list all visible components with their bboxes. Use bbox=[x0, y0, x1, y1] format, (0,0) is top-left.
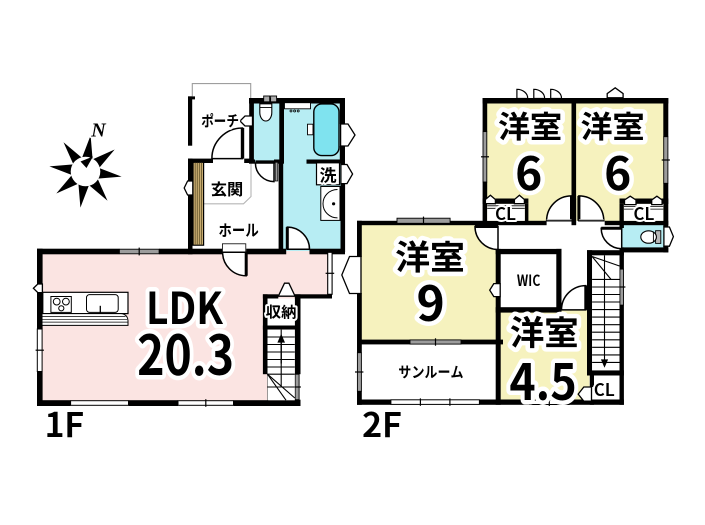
floor1-label: 1F bbox=[44, 398, 84, 447]
storage-label: 収納 bbox=[266, 300, 297, 322]
entrance-side-window-icon bbox=[239, 115, 254, 127]
room6-left-name-label: 洋室 bbox=[498, 102, 562, 147]
ldk-size-label: 20.3 bbox=[137, 311, 234, 391]
washroom-label: 洗 bbox=[320, 162, 337, 187]
room45-size-label: 4.5 bbox=[510, 343, 577, 415]
toilet1f-icon bbox=[259, 95, 278, 122]
toilet2f-icon bbox=[640, 230, 662, 244]
room9-floor bbox=[359, 223, 499, 342]
porch-outline bbox=[191, 83, 252, 98]
room6-right-name-label: 洋室 bbox=[581, 102, 645, 147]
cl-door-icon bbox=[651, 195, 663, 206]
room6-top-window-icon bbox=[606, 86, 624, 99]
entrance-label: 玄関 bbox=[211, 176, 244, 200]
cl-door-icon bbox=[484, 194, 497, 205]
ldk-name-label: LDK bbox=[146, 273, 223, 337]
room45-floor bbox=[497, 310, 590, 402]
walls-1f bbox=[37, 96, 346, 406]
sunroom-label: サンルーム bbox=[399, 362, 464, 383]
floor2-label: 2F bbox=[362, 398, 402, 447]
bathtub-icon bbox=[284, 102, 340, 157]
compass-north-label: N bbox=[90, 120, 107, 142]
genkan-step-line bbox=[203, 163, 252, 205]
cl-bottom-door-icon bbox=[577, 386, 593, 402]
cl-door-icon bbox=[513, 194, 526, 205]
hall-label: ホール bbox=[219, 217, 259, 241]
stairs-down-arrow-icon bbox=[600, 359, 609, 368]
compass-needle-icon bbox=[80, 156, 93, 168]
room6-right-size-label: 6 bbox=[604, 138, 631, 204]
closets-2f bbox=[487, 203, 664, 221]
stairs-2f bbox=[591, 255, 620, 371]
room9-size-label: 9 bbox=[416, 265, 444, 335]
wic-label: WIC bbox=[517, 270, 541, 291]
fixtures-1f bbox=[41, 95, 341, 326]
compass-circle bbox=[70, 156, 101, 187]
stairs-up-arrow-icon bbox=[277, 333, 285, 364]
wic-door-icon bbox=[488, 282, 501, 298]
bath-window-icon bbox=[339, 123, 356, 147]
washbasin-icon bbox=[315, 162, 341, 221]
storage-door-icon bbox=[277, 282, 297, 297]
windows-1f bbox=[35, 161, 335, 407]
labels: ポーチ 玄関 ホール 洗 LDK 20.3 収納 1F 洋室 6 洋室 6 洋室… bbox=[44, 98, 657, 448]
cl-top-right-label: CL bbox=[633, 200, 654, 225]
cl-top-left-label: CL bbox=[495, 200, 516, 225]
compass: N bbox=[49, 118, 122, 208]
ldk-left-window-icon bbox=[32, 283, 44, 294]
doors-2f bbox=[474, 195, 623, 311]
windows-2f bbox=[355, 88, 670, 406]
opening-markers bbox=[32, 86, 675, 402]
doors-1f bbox=[211, 127, 311, 277]
room9-name-label: 洋室 bbox=[395, 231, 465, 280]
kitchen-counter-icon bbox=[41, 291, 129, 326]
washroom-window-icon bbox=[340, 163, 354, 185]
room9-window-icon bbox=[341, 255, 362, 295]
toilet2f-window-icon bbox=[663, 226, 675, 247]
entrance-wall-window-icon bbox=[183, 180, 194, 196]
shoe-cabinet-icon bbox=[192, 161, 205, 246]
cl-door-icon bbox=[623, 195, 637, 206]
room6-left-size-label: 6 bbox=[515, 138, 542, 204]
porch-label: ポーチ bbox=[201, 110, 239, 132]
ldk-floor bbox=[40, 250, 330, 403]
room45-name-label: 洋室 bbox=[510, 306, 579, 355]
cl-bottom-label: CL bbox=[594, 376, 615, 401]
stairs-1f bbox=[267, 298, 296, 401]
